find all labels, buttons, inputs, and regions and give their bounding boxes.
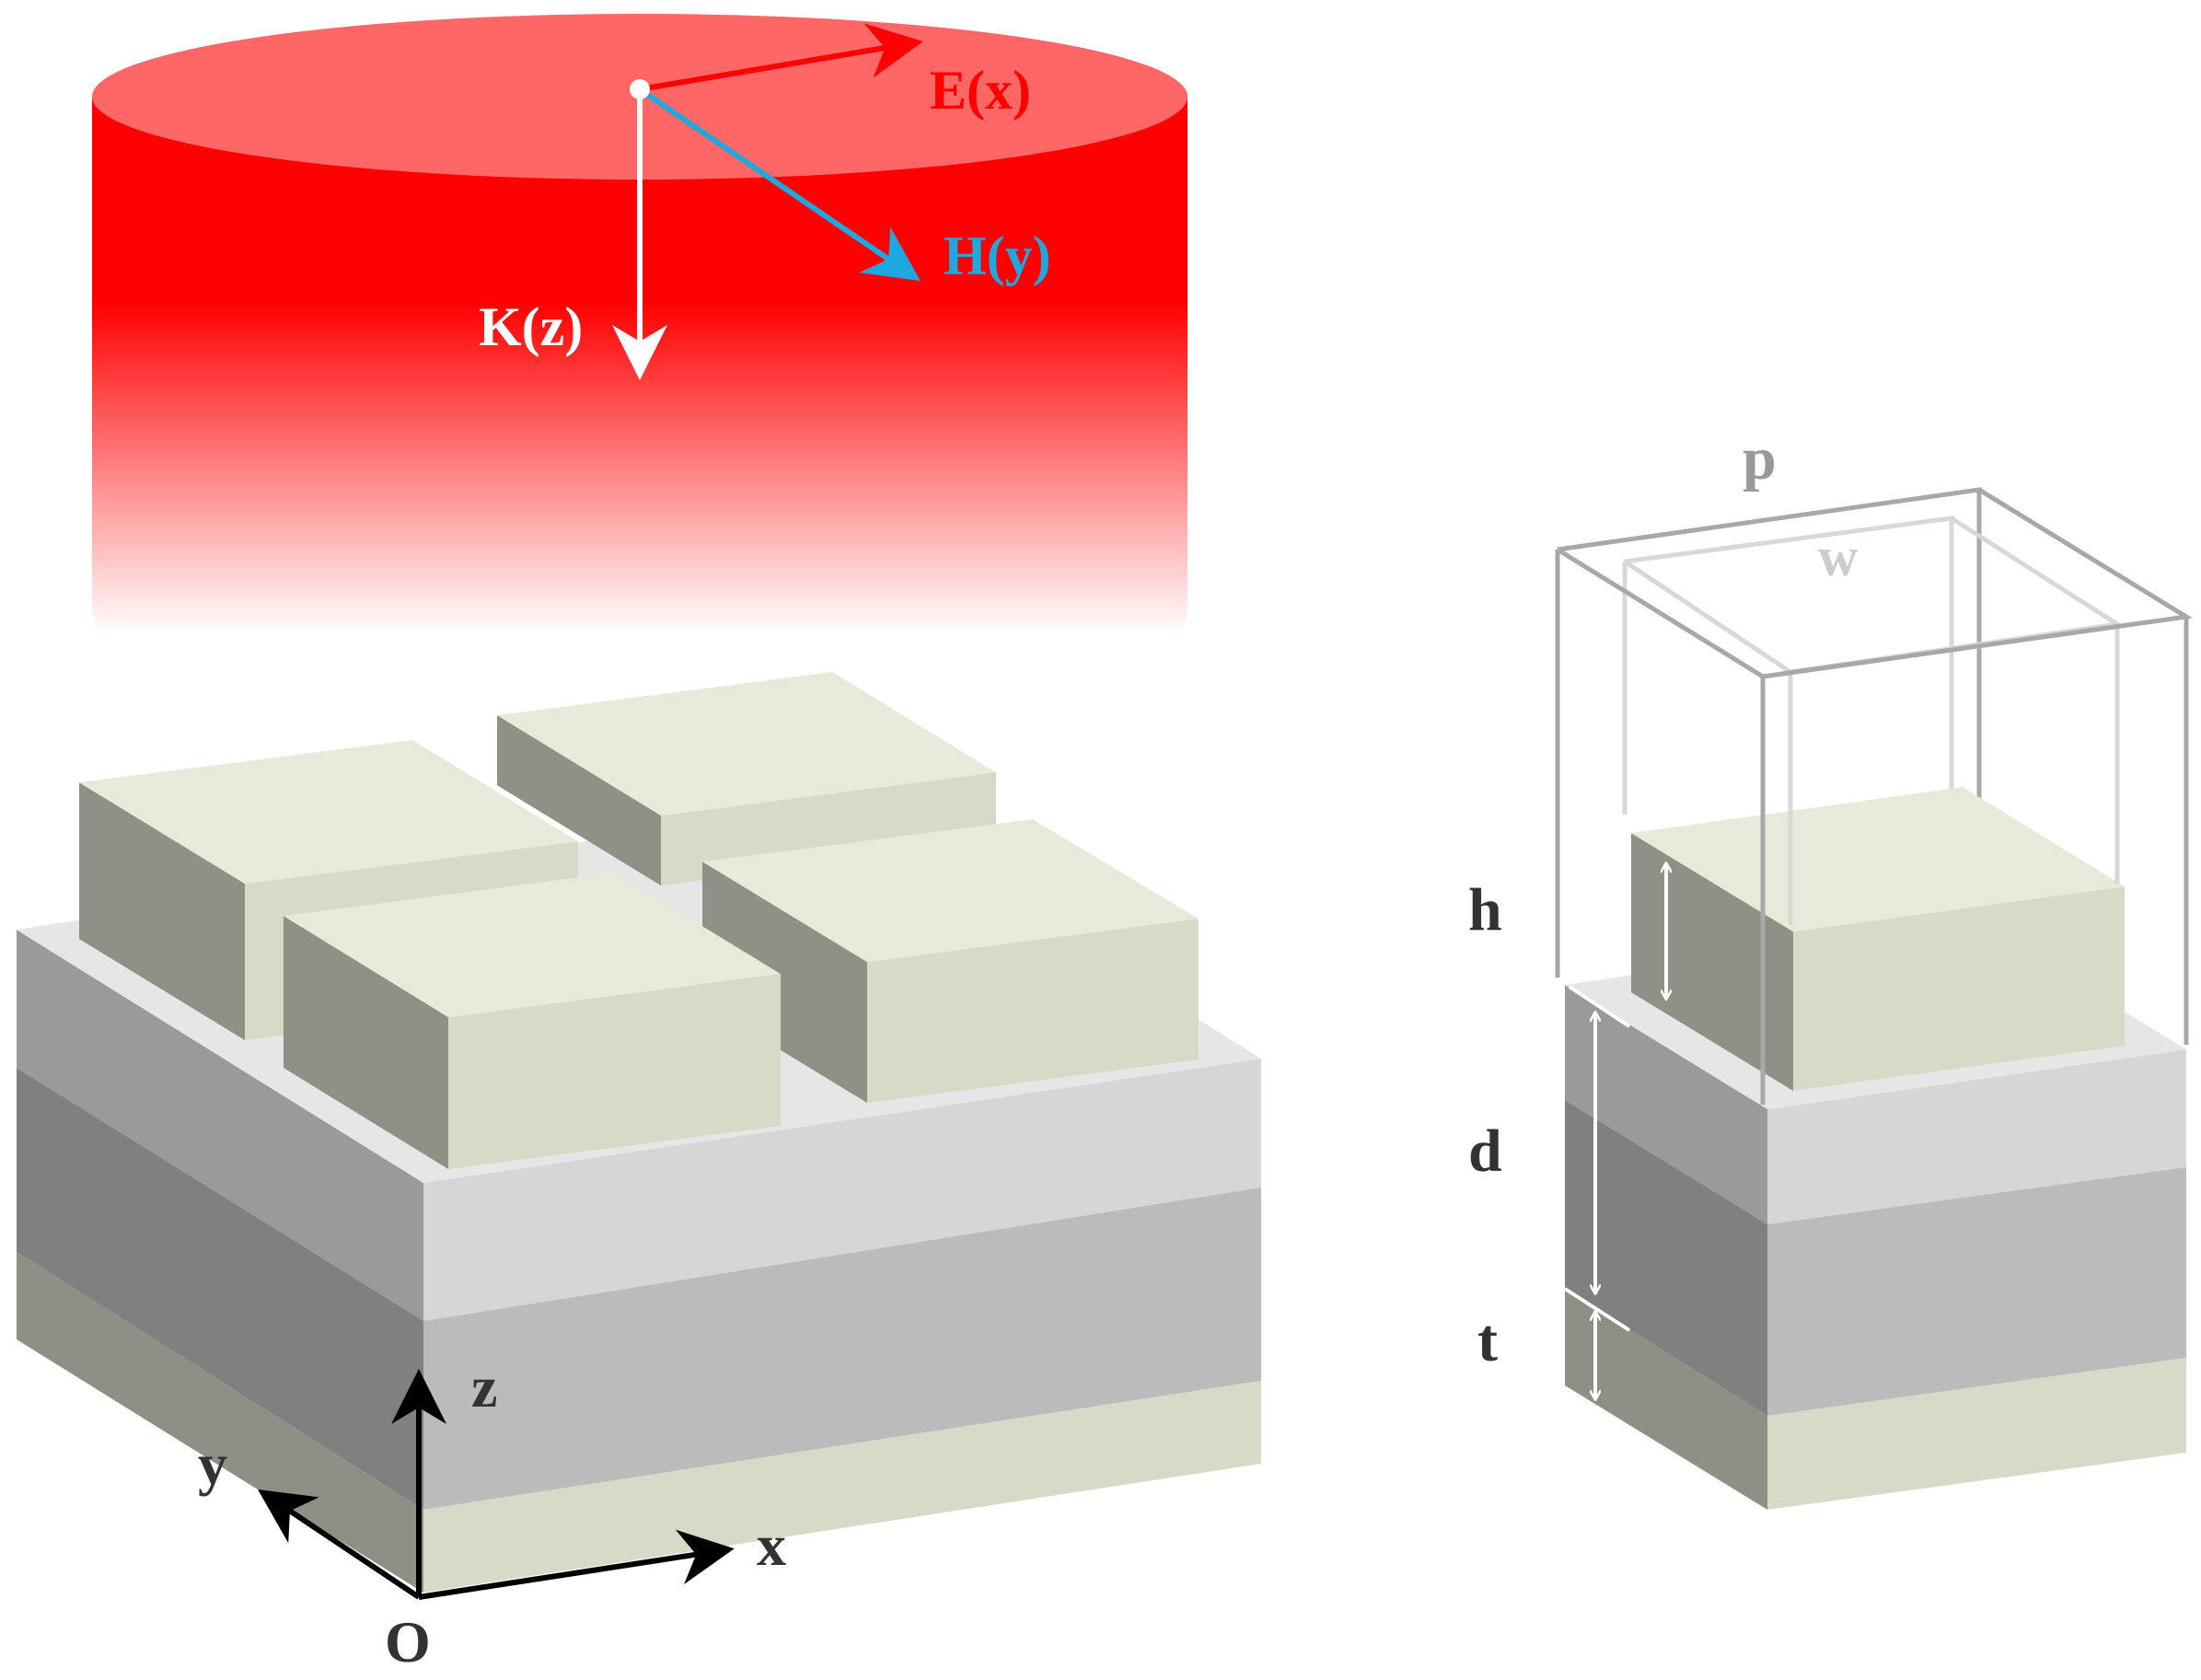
cell-left-face-middle-layer <box>1565 1100 1767 1416</box>
resonator-block-front-right <box>702 819 1199 1103</box>
z-axis-label: z <box>471 1354 497 1419</box>
h-field-label: H(y) <box>944 226 1051 286</box>
period-box-front <box>1555 487 2194 1105</box>
resonator-block-front-left <box>284 873 781 1169</box>
cell-left-face-top-layer <box>1565 985 1767 1224</box>
substrate-front-face-middle-layer <box>423 1188 1261 1510</box>
substrate-left-face-bottom-layer <box>17 1252 423 1593</box>
y-axis-label: y <box>198 1431 227 1497</box>
d-tick-top <box>1568 985 1631 1028</box>
e-field-label: E(x) <box>930 60 1031 121</box>
h-field-arrow <box>638 87 921 282</box>
x-axis-arrow <box>418 1529 735 1600</box>
field-origin-dot <box>630 79 650 99</box>
k-vector-label: K(z) <box>479 296 583 357</box>
thickness-d-label: d <box>1468 1118 1502 1185</box>
substrate-front-face-top-layer <box>423 1059 1261 1321</box>
unit-cell: p w h d t <box>1468 425 2194 1510</box>
origin-label: O <box>385 1609 431 1674</box>
substrate-front-face-bottom-layer <box>423 1381 1261 1593</box>
width-w-label: w <box>1818 527 1859 587</box>
y-axis-arrow <box>258 1489 421 1600</box>
height-h-label: h <box>1468 876 1502 944</box>
unit-cell-block <box>1631 787 2125 1091</box>
substrate-left-face-top-layer <box>17 930 423 1321</box>
cell-left-face-bottom-layer <box>1565 1289 1767 1510</box>
thickness-t-label: t <box>1477 1307 1498 1374</box>
t-tick-top <box>1563 1287 1631 1332</box>
cell-front-face-bottom-layer <box>1767 1358 2186 1510</box>
cell-front-face-middle-layer <box>1767 1167 2186 1416</box>
e-field-arrow <box>639 23 923 92</box>
cell-front-face-top-layer <box>1767 1049 2186 1224</box>
field-vectors: E(x) H(y) K(z) <box>479 23 1051 380</box>
period-p-label: p <box>1743 425 1777 492</box>
coordinate-axes: z x y O <box>198 1354 786 1674</box>
x-axis-label: x <box>757 1512 786 1578</box>
substrate-left-face-middle-layer <box>17 1068 423 1510</box>
